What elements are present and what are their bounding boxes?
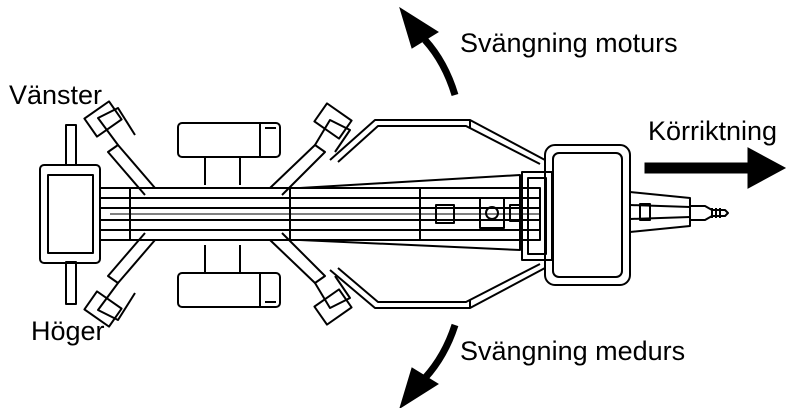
rear-chassis [39,124,101,305]
side-frame [329,119,546,309]
label-left: Vänster [9,80,103,110]
outrigger-rear-right [83,232,156,328]
travel-direction-arrow [644,147,787,189]
track-right [177,245,281,308]
label-swing-cw: Svängning medurs [460,336,686,366]
swing-cw-arrow [399,323,459,408]
label-travel-direction: Körriktning [648,116,778,146]
outrigger-rear-left [83,100,156,196]
outrigger-front-right [269,232,353,326]
track-left [177,122,281,185]
front-tip [629,191,729,233]
swing-ccw-arrow [399,6,459,97]
boom [99,174,541,251]
label-swing-ccw: Svängning moturs [460,28,678,58]
platform-basket [521,144,631,286]
label-right: Höger [31,316,105,346]
outrigger-front-left [269,102,353,196]
